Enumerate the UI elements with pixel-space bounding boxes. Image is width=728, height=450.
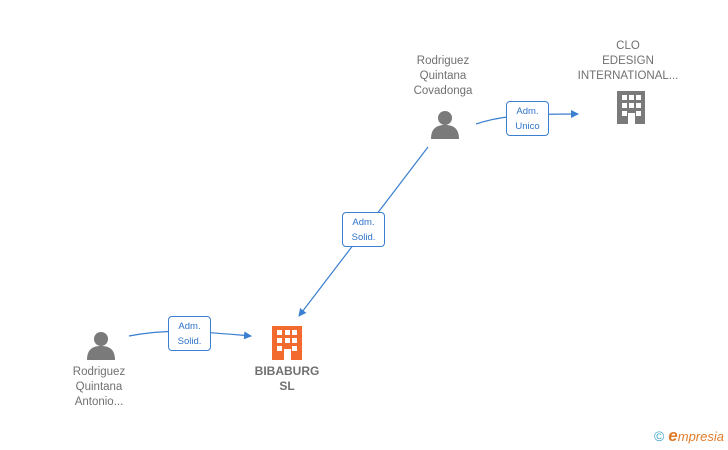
role-line: Solid. (177, 336, 202, 347)
role-line: Adm. (352, 217, 375, 228)
role-badge-adm-unico[interactable]: Adm. Unico (506, 101, 549, 136)
name-line: INTERNATIONAL... (577, 70, 679, 82)
node-label-antonio[interactable]: Rodriguez Quintana Antonio... (49, 365, 149, 410)
name-line: Rodriguez (416, 55, 470, 67)
name-line: Quintana (419, 70, 467, 82)
name-line: BIBABURG (254, 364, 320, 378)
copyright-icon: © (653, 428, 665, 444)
role-line: Solid. (351, 232, 376, 243)
building-icon-main[interactable] (272, 326, 302, 360)
node-label-bibaburg[interactable]: BIBABURG SL (237, 364, 337, 394)
role-line: Adm. (178, 321, 201, 332)
role-badge-adm-solid[interactable]: Adm. Solid. (342, 212, 385, 247)
person-icon[interactable] (87, 332, 115, 360)
role-badge-adm-solid[interactable]: Adm. Solid. (168, 316, 211, 351)
brand-logo-text: mpresia (677, 428, 724, 444)
building-icon[interactable] (617, 91, 645, 124)
node-label-covadonga[interactable]: Rodriguez Quintana Covadonga (393, 54, 493, 99)
name-line: Rodriguez (72, 366, 126, 378)
name-line: SL (279, 379, 295, 393)
name-line: Antonio... (74, 396, 124, 408)
brand-footer: © e mpresia (654, 426, 724, 446)
brand-logo-initial: e (668, 426, 678, 445)
name-line: CLO (616, 40, 640, 52)
node-label-clo[interactable]: CLO EDESIGN INTERNATIONAL... (568, 39, 688, 84)
name-line: EDESIGN (602, 55, 654, 67)
person-icon[interactable] (431, 111, 459, 139)
role-line: Adm. (516, 106, 539, 117)
name-line: Quintana (75, 381, 123, 393)
name-line: Covadonga (413, 85, 473, 97)
role-line: Unico (515, 121, 540, 132)
